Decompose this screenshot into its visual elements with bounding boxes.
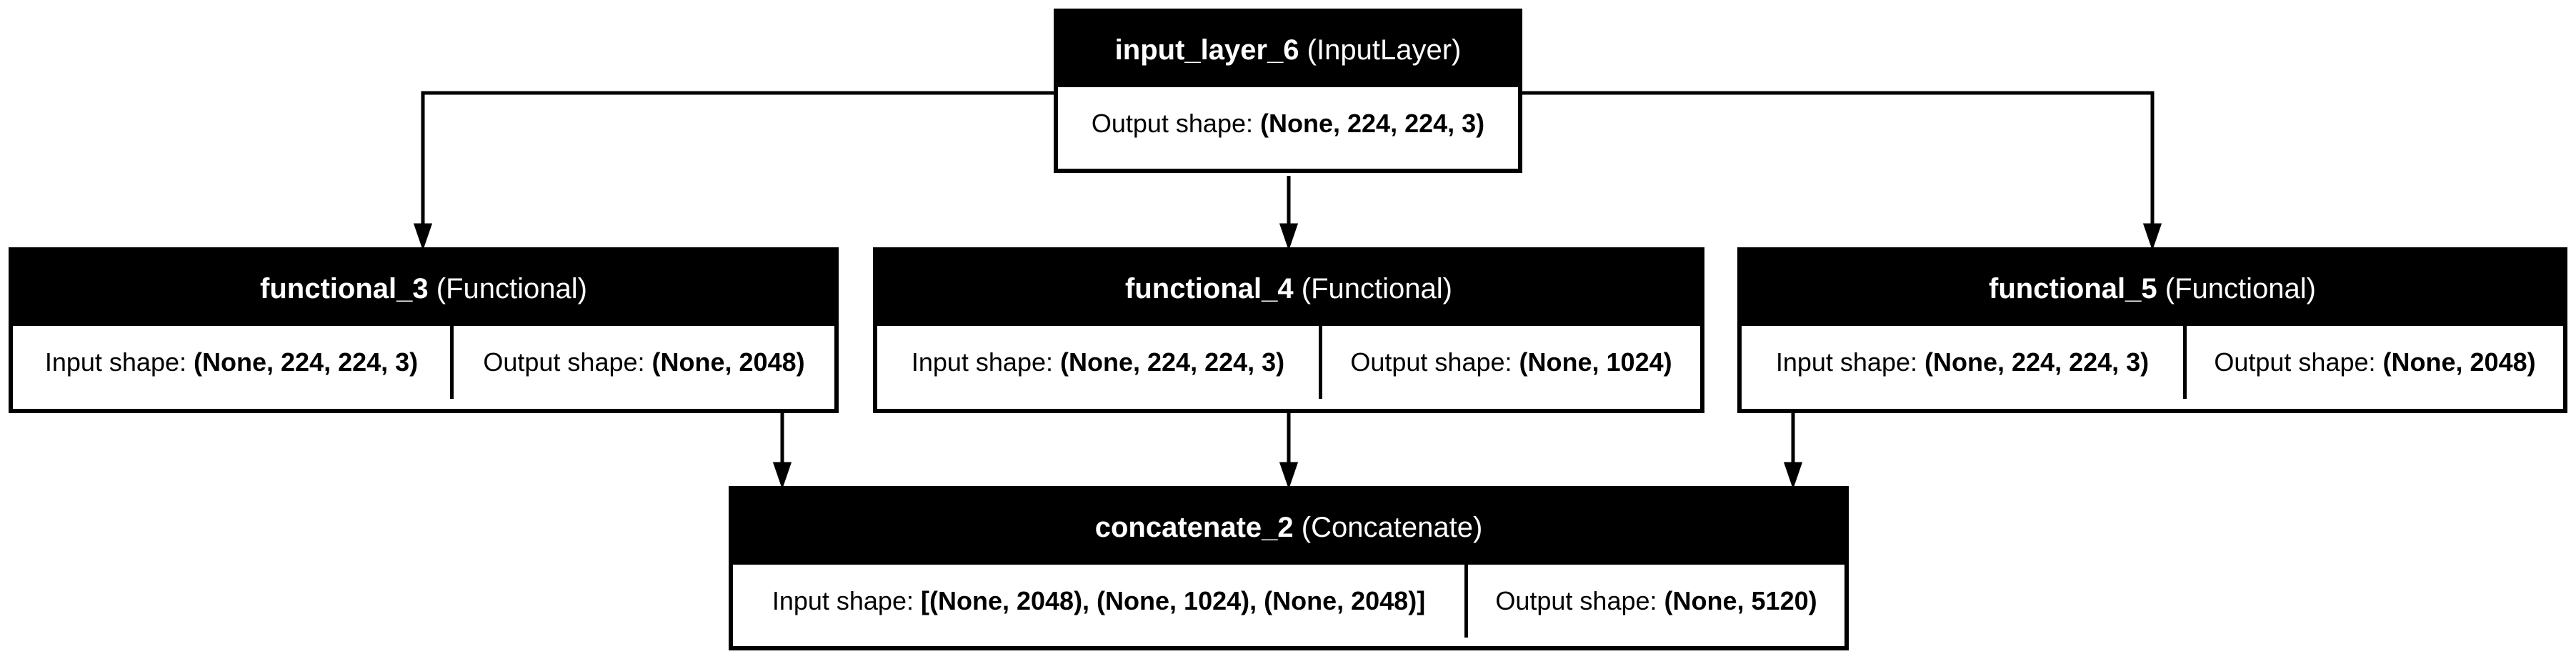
layer-name: functional_5: [1989, 272, 2157, 304]
input-shape-cell: Input shape: (None, 224, 224, 3): [877, 326, 1319, 399]
output-shape-cell: Output shape: (None, 2048): [450, 326, 834, 399]
node-header: functional_5 (Functional): [1742, 252, 2563, 326]
arrowhead-functional-4: [1279, 223, 1299, 251]
node-input-layer[interactable]: input_layer_6 (InputLayer) Output shape:…: [1054, 9, 1522, 173]
arrowhead-functional-3: [413, 223, 433, 251]
layer-name: concatenate_2: [1094, 511, 1294, 543]
input-shape-value: (None, 224, 224, 3): [194, 347, 419, 377]
output-shape-value: (None, 224, 224, 3): [1260, 109, 1485, 138]
layer-type: (InputLayer): [1307, 34, 1462, 66]
input-shape-cell: Input shape: (None, 224, 224, 3): [13, 326, 450, 399]
layer-name: input_layer_6: [1114, 34, 1299, 66]
node-body: Input shape: (None, 224, 224, 3) Output …: [1742, 326, 2563, 399]
input-shape-cell: Input shape: (None, 224, 224, 3): [1742, 326, 2183, 399]
node-header: input_layer_6 (InputLayer): [1058, 13, 1518, 87]
output-shape-value: (None, 2048): [652, 347, 805, 377]
arrowhead-concat-left: [772, 462, 792, 490]
output-shape-value: (None, 2048): [2382, 347, 2536, 377]
node-body: Input shape: [(None, 2048), (None, 1024)…: [733, 565, 1844, 638]
arrowhead-concat-right: [1783, 462, 1803, 490]
layer-name: functional_4: [1125, 272, 1294, 304]
output-shape-label: Output shape:: [2214, 347, 2376, 377]
node-functional-5[interactable]: functional_5 (Functional) Input shape: (…: [1737, 247, 2567, 413]
edge-input-to-functional-5: [1520, 91, 2155, 227]
output-shape-cell: Output shape: (None, 5120): [1464, 565, 1844, 638]
output-shape-cell: Output shape: (None, 224, 224, 3): [1058, 87, 1518, 160]
node-functional-3[interactable]: functional_3 (Functional) Input shape: (…: [9, 247, 839, 413]
node-functional-4[interactable]: functional_4 (Functional) Input shape: (…: [873, 247, 1704, 413]
output-shape-label: Output shape:: [1091, 109, 1253, 138]
node-concatenate[interactable]: concatenate_2 (Concatenate) Input shape:…: [729, 486, 1849, 650]
output-shape-value: (None, 1024): [1519, 347, 1672, 377]
output-shape-value: (None, 5120): [1664, 586, 1817, 615]
input-shape-label: Input shape:: [772, 586, 914, 615]
node-header: functional_4 (Functional): [877, 252, 1700, 326]
input-shape-label: Input shape:: [911, 347, 1053, 377]
node-header: concatenate_2 (Concatenate): [733, 490, 1844, 565]
input-shape-label: Input shape:: [1775, 347, 1917, 377]
output-shape-label: Output shape:: [1495, 586, 1657, 615]
node-body: Input shape: (None, 224, 224, 3) Output …: [877, 326, 1700, 399]
node-body: Output shape: (None, 224, 224, 3): [1058, 87, 1518, 160]
output-shape-label: Output shape:: [1350, 347, 1512, 377]
layer-type: (Functional): [1301, 272, 1452, 304]
arrowhead-concat-middle: [1279, 462, 1299, 490]
output-shape-cell: Output shape: (None, 2048): [2183, 326, 2563, 399]
input-shape-value: (None, 224, 224, 3): [1924, 347, 2150, 377]
input-shape-value: [(None, 2048), (None, 1024), (None, 2048…: [921, 586, 1426, 615]
layer-type: (Concatenate): [1301, 511, 1483, 543]
output-shape-cell: Output shape: (None, 1024): [1319, 326, 1700, 399]
edge-input-to-functional-3: [421, 91, 1054, 227]
node-body: Input shape: (None, 224, 224, 3) Output …: [13, 326, 834, 399]
output-shape-label: Output shape:: [483, 347, 645, 377]
input-shape-label: Input shape:: [44, 347, 186, 377]
layer-name: functional_3: [260, 272, 429, 304]
input-shape-cell: Input shape: [(None, 2048), (None, 1024)…: [733, 565, 1464, 638]
layer-type: (Functional): [436, 272, 587, 304]
layer-type: (Functional): [2165, 272, 2316, 304]
arrowhead-functional-5: [2142, 223, 2162, 251]
input-shape-value: (None, 224, 224, 3): [1060, 347, 1285, 377]
node-header: functional_3 (Functional): [13, 252, 834, 326]
